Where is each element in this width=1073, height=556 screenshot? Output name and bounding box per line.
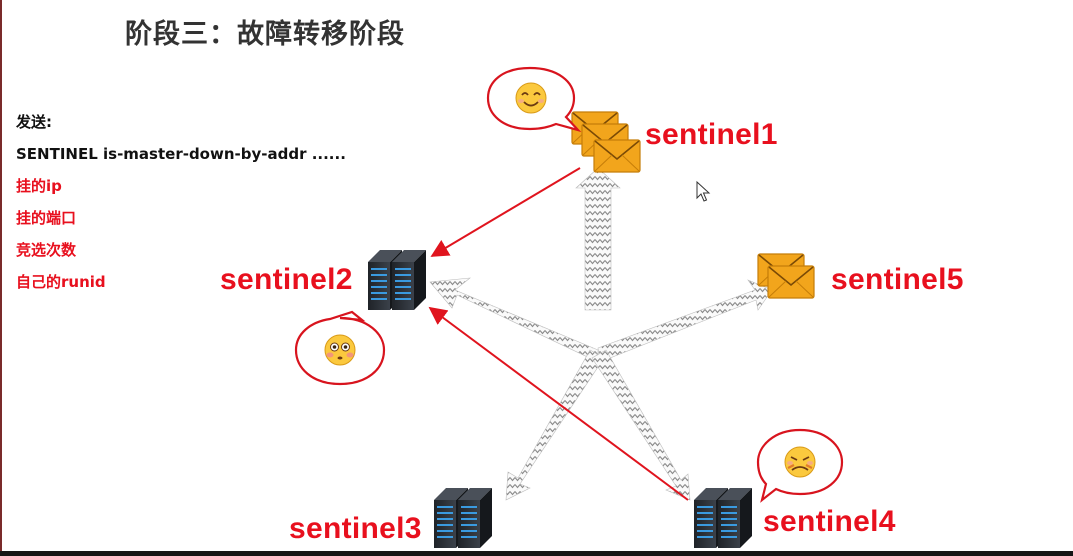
param-master-ip: 挂的ip — [16, 177, 62, 195]
slide-title: 阶段三：故障转移阶段 — [125, 19, 405, 50]
sentinel5-label: sentinel5 — [831, 263, 964, 296]
send-command: SENTINEL is-master-down-by-addr ...... — [16, 145, 346, 163]
link-to-sentinel4 — [591, 349, 691, 501]
link-to-sentinel2 — [429, 277, 599, 363]
envelope-stack-icon — [571, 111, 641, 173]
server-icon — [434, 488, 492, 548]
param-own-runid: 自己的runid — [16, 273, 106, 291]
mouse-cursor-icon — [696, 180, 711, 202]
param-master-port: 挂的端口 — [16, 209, 77, 227]
sentinel1-label: sentinel1 — [645, 118, 778, 151]
left-border — [0, 0, 2, 556]
link-to-sentinel5 — [597, 279, 773, 363]
server-icon — [368, 250, 426, 310]
send-heading: 发送: — [16, 113, 52, 131]
link-to-sentinel3 — [505, 349, 605, 501]
link-to-sentinel1 — [575, 167, 621, 311]
smiling-emoji — [515, 82, 547, 114]
sentinel2-label: sentinel2 — [220, 263, 353, 296]
arrow-sentinel4-to-sentinel2 — [428, 306, 689, 501]
gossip-links — [429, 167, 773, 501]
bottom-bar — [0, 551, 1073, 556]
flushed-emoji — [324, 334, 356, 366]
sentinel3-label: sentinel3 — [289, 512, 422, 545]
worried-emoji — [784, 446, 816, 478]
send-command-block: 发送: SENTINEL is-master-down-by-addr ....… — [16, 110, 346, 302]
arrow-sentinel1-to-sentinel2 — [430, 167, 581, 257]
speech-bubble-sentinel1 — [486, 66, 582, 133]
param-election-epoch: 竞选次数 — [16, 241, 77, 259]
speech-bubble-sentinel2 — [294, 310, 386, 386]
server-icon — [694, 488, 752, 548]
speech-bubble-sentinel4 — [756, 428, 844, 503]
sentinel4-label: sentinel4 — [763, 505, 896, 538]
